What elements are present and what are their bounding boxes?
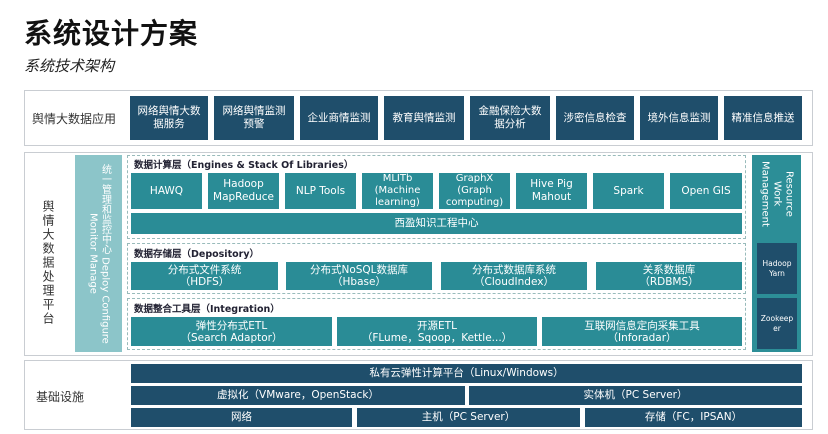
app-item: 精准信息推送 (724, 96, 802, 140)
storage-item: 分布式NoSQL数据库 （Hbase） (286, 262, 432, 290)
integration-item: 开源ETL （FLume，Sqoop，Kettle...） (337, 317, 537, 346)
page-title: 系统设计方案 (24, 17, 199, 50)
app-item: 境外信息监测 (640, 96, 718, 140)
infrastructure-layer-label: 基础设施 (36, 390, 85, 404)
app-item: 涉密信息检查 (556, 96, 634, 140)
integration-section (127, 298, 746, 350)
resource-item-zookeeper: Zookeeper (757, 298, 797, 349)
compute-item: Hadoop MapReduce (208, 173, 279, 209)
host-bar: 主机（PC Server） (357, 408, 580, 427)
management-panel-label: 统一管理和监控中心 Deploy Configure Monitor Manag… (87, 163, 111, 344)
integration-item: 弹性分布式ETL （Search Adaptor） (131, 317, 332, 346)
storage-section (127, 243, 746, 294)
resource-item-yarn: Hadoop Yarn (757, 243, 797, 294)
page-subtitle: 系统技术架构 (24, 57, 115, 75)
compute-item: Open GIS (670, 173, 742, 209)
integration-item: 互联网信息定向采集工具 （Inforadar） (542, 317, 742, 346)
storage-item: 分布式数据库系统 （CloudIndex） (441, 262, 587, 290)
compute-item: MLITb (Machine learning) (362, 173, 433, 209)
storage-item: 分布式文件系统 （HDFS） (131, 262, 278, 290)
compute-section-title: 数据计算层（Engines & Stack Of Libraries） (134, 160, 354, 171)
storage-section-title: 数据存储层（Depository） (134, 249, 260, 260)
network-bar: 网络 (131, 408, 352, 427)
integration-section-title: 数据整合工具层（Integration） (134, 304, 280, 315)
compute-item: Spark (593, 173, 664, 209)
app-item: 企业商情监测 (300, 96, 378, 140)
application-layer-label: 舆情大数据应用 (32, 112, 117, 126)
storage-item: 关系数据库 （RDBMS） (596, 262, 742, 290)
resource-management-label: Resource Work Management (759, 161, 795, 227)
physical-machine-bar: 实体机（PC Server） (469, 386, 802, 405)
compute-item: HAWQ (131, 173, 202, 209)
management-panel: 统一管理和监控中心 Deploy Configure Monitor Manag… (75, 155, 122, 352)
compute-item: Hive Pig Mahout (516, 173, 587, 209)
private-cloud-bar: 私有云弹性计算平台（Linux/Windows） (131, 364, 802, 383)
compute-item: GraphX (Graph computing) (439, 173, 510, 209)
storage-bar: 存储（FC，IPSAN） (585, 408, 802, 427)
app-item: 金融保险大数据分析 (470, 96, 550, 140)
app-item: 网络舆情监测预警 (214, 96, 294, 140)
compute-section (127, 155, 746, 239)
compute-item: NLP Tools (285, 173, 356, 209)
app-item: 网络舆情大数据服务 (130, 96, 208, 140)
knowledge-center-bar: 西盈知识工程中心 (131, 213, 742, 234)
app-item: 教育舆情监测 (384, 96, 464, 140)
processing-layer-label: 舆情大数据处理平台 (41, 200, 55, 326)
virtualization-bar: 虚拟化（VMware，OpenStack） (131, 386, 465, 405)
